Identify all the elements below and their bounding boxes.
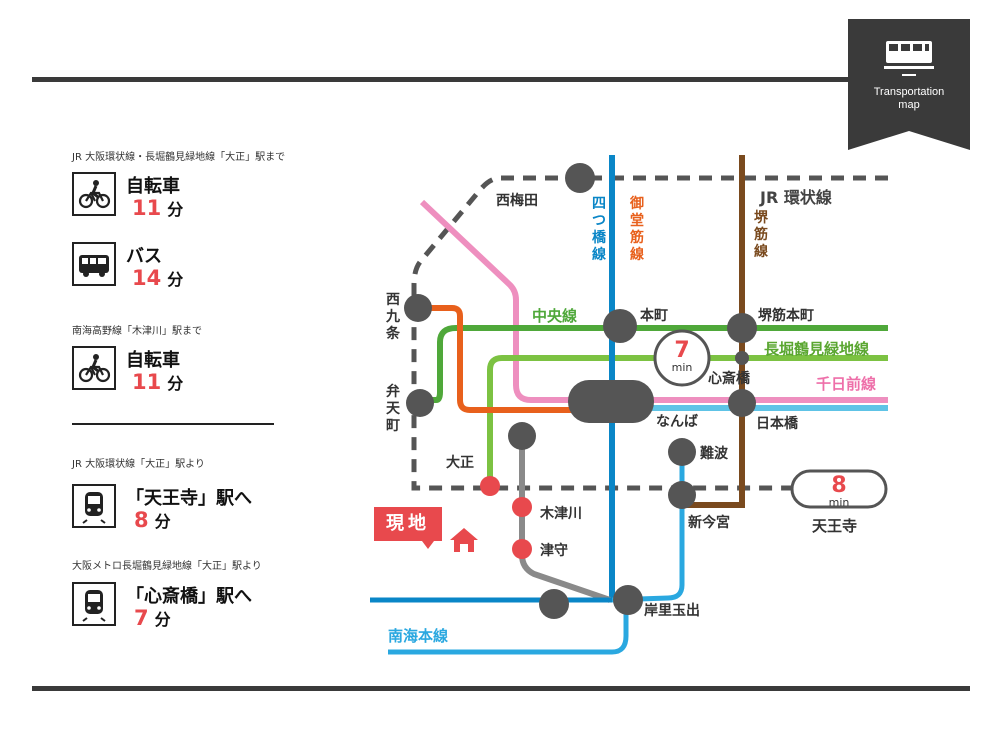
station-koya-start — [508, 422, 536, 450]
label-yotsubashi-line: 四つ橋線 — [592, 196, 606, 263]
station-nanba — [668, 438, 696, 466]
label-sakaisuji-line: 堺筋線 — [754, 210, 768, 260]
bicycle-icon — [72, 346, 116, 390]
station-nishiumeda — [565, 163, 595, 193]
section1-time-2: 14 分 — [132, 266, 183, 290]
label-kizugawa: 木津川 — [540, 506, 582, 522]
sennichimae-line — [419, 199, 888, 403]
station-nankai-west — [539, 589, 569, 619]
section2-mode-1: 自転車 — [126, 350, 180, 371]
label-nipponbashi: 日本橋 — [756, 416, 798, 432]
site-label: 現地 — [374, 507, 442, 541]
station-kizugawa — [512, 497, 532, 517]
section3-minutes-1: 8 — [134, 508, 149, 532]
sakaisuji-line — [682, 155, 745, 508]
label-nishiumeda: 西梅田 — [496, 193, 538, 209]
tennoji-time-bubble — [790, 469, 888, 509]
nankai-branch-line — [611, 450, 685, 603]
label-shinsaibashi: 心斎橋 — [708, 371, 750, 387]
nagahori-line — [487, 355, 888, 486]
section3-caption: JR 大阪環状線「大正」駅より — [72, 459, 205, 470]
label-kishinosato: 岸里玉出 — [644, 603, 700, 619]
label-namba: なんば — [656, 414, 698, 430]
section3-mode-1: 「天王寺」駅へ — [126, 488, 252, 509]
train-icon — [884, 41, 934, 76]
section4-unit-1: 分 — [154, 610, 171, 629]
badge-label: Transportation map — [848, 86, 970, 112]
shinsaibashi-time-bubble — [653, 329, 711, 387]
tennoji-time-unit: min — [828, 496, 850, 509]
jr-loop-line — [411, 175, 888, 491]
station-nishikujo — [404, 294, 432, 322]
station-bentencho — [406, 389, 434, 417]
station-nipponbashi — [728, 389, 756, 417]
section2-unit-1: 分 — [167, 374, 184, 393]
section2-minutes-1: 11 — [132, 370, 162, 394]
section4-mode-1: 「心斎橋」駅へ — [126, 586, 252, 607]
label-nanba: 難波 — [700, 446, 728, 462]
station-kishinosato — [613, 585, 643, 615]
highlight-stations — [480, 476, 532, 559]
label-tennoji: 天王寺 — [812, 517, 858, 535]
label-midosuji-line: 御堂筋線 — [630, 196, 644, 263]
label-sakaisuji-honmachi: 堺筋本町 — [758, 308, 814, 324]
station-namba — [568, 380, 654, 423]
bus-icon — [72, 242, 116, 286]
label-nagahori-line: 長堀鶴見緑地線 — [764, 340, 870, 358]
section2-time-1: 11 分 — [132, 370, 183, 394]
label-jr-loop-line: JR 環状線 — [760, 188, 832, 207]
section1-mode-1: 自転車 — [126, 176, 180, 197]
section-divider — [72, 423, 274, 425]
house-icon — [450, 528, 478, 552]
station-sakaisuji-honmachi — [727, 313, 757, 343]
train-icon — [72, 484, 116, 528]
top-rule — [32, 77, 970, 82]
nankai-line — [388, 602, 629, 655]
section1-time-1: 11 分 — [132, 196, 183, 220]
shinsaibashi-time-value: 7 — [674, 338, 690, 363]
label-nishikujo: 西九条 — [386, 292, 400, 342]
train-icon — [72, 582, 116, 626]
label-shin-imamiya: 新今宮 — [688, 515, 730, 531]
station-taisho — [480, 476, 500, 496]
section3-unit-1: 分 — [154, 512, 171, 531]
section1-minutes-2: 14 — [132, 266, 162, 290]
bottom-rule — [32, 686, 970, 691]
label-sennichimae-line: 千日前線 — [816, 375, 877, 393]
tennoji-time: 8 min — [819, 473, 859, 509]
label-taisho: 大正 — [446, 455, 474, 471]
section2-caption: 南海高野線「木津川」駅まで — [72, 326, 202, 337]
label-honmachi: 本町 — [640, 308, 668, 324]
section1-unit-1: 分 — [167, 200, 184, 219]
bicycle-icon — [72, 172, 116, 216]
station-markers — [404, 163, 757, 619]
label-chuo-line: 中央線 — [532, 307, 578, 325]
tennoji-time-value: 8 — [831, 473, 847, 498]
section1-caption: JR 大阪環状線・長堀鶴見緑地線「大正」駅まで — [72, 152, 286, 163]
label-nankai-line: 南海本線 — [388, 627, 449, 645]
badge-label-line1: Transportation — [873, 86, 945, 98]
section1-mode-2: バス — [126, 246, 162, 267]
shinsaibashi-time-unit: min — [671, 361, 693, 374]
label-bentencho: 弁天町 — [386, 384, 400, 434]
station-shinsaibashi — [735, 351, 749, 365]
section1-unit-2: 分 — [167, 270, 184, 289]
station-tsumori — [512, 539, 532, 559]
section4-caption: 大阪メトロ長堀鶴見緑地線「大正」駅より — [72, 561, 262, 572]
station-honmachi — [603, 309, 637, 343]
access-panel: JR 大阪環状線・長堀鶴見緑地線「大正」駅まで 自転車 11 分 バス 14 分 南… — [0, 0, 340, 750]
midosuji-line — [418, 305, 612, 413]
transportation-badge — [848, 19, 970, 150]
chuo-line — [414, 325, 888, 403]
site-label-pointer — [422, 541, 434, 549]
section4-minutes-1: 7 — [134, 606, 149, 630]
shinsaibashi-time: 7 min — [662, 338, 702, 374]
section1-minutes-1: 11 — [132, 196, 162, 220]
badge-label-line2: map — [898, 99, 920, 111]
station-shin-imamiya — [668, 481, 696, 509]
label-tsumori: 津守 — [540, 543, 568, 559]
